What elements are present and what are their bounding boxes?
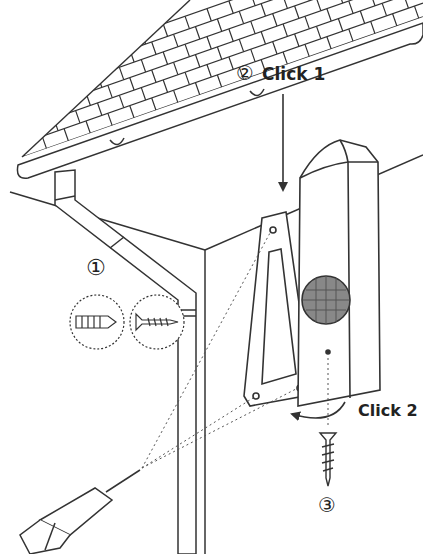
click-arrow [292,402,345,418]
drill-guide-line [142,233,296,468]
drill-symbol [20,470,140,554]
fixing-detail [70,295,184,349]
callout-number: ② [236,62,254,84]
siren-housing [298,140,380,406]
callout-number: ① [86,256,106,280]
roof-tiles [0,0,423,165]
step-label: Click 2 [358,402,418,420]
leader-line [328,358,329,428]
click-arrow [282,94,284,190]
step-label: Click 1 [262,65,325,84]
screw-symbol [320,433,336,486]
downpipe [55,170,196,554]
callout-number: ③ [318,494,336,516]
